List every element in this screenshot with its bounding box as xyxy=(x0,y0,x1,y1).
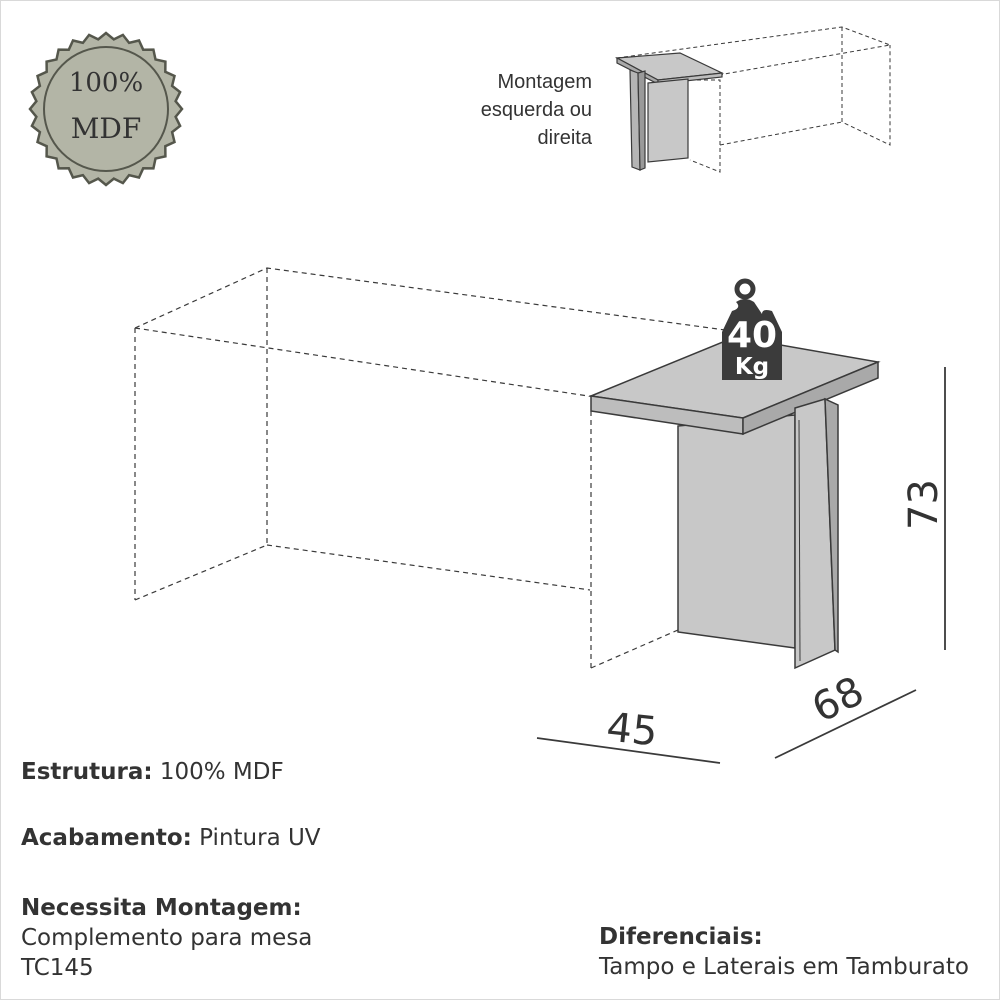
mdf-seal-badge: 100% MDF xyxy=(28,31,184,187)
spec-diferenciais-value: Tampo e Laterais em Tamburato xyxy=(599,954,969,980)
seal-outline xyxy=(28,31,184,187)
spec-acabamento: Acabamento: Pintura UV xyxy=(21,823,321,853)
spec-acabamento-value: Pintura UV xyxy=(191,825,321,851)
spec-acabamento-label: Acabamento: xyxy=(21,825,192,851)
assembly-thumbnail xyxy=(614,26,892,173)
table-top-side-edge xyxy=(742,360,879,436)
table-back-panel xyxy=(677,414,796,649)
spec-montagem-line-1: Complemento para mesa xyxy=(21,925,313,951)
seal-inner-ring xyxy=(43,46,169,172)
weight-value: 40 xyxy=(727,315,777,356)
depth-line xyxy=(774,689,917,759)
width-dimension: 45 xyxy=(604,704,659,755)
depth-dimension: 68 xyxy=(805,668,871,732)
main-desk-outline xyxy=(134,267,741,669)
assembly-note-line-3: direita xyxy=(537,127,592,149)
weight-unit: Kg xyxy=(735,354,769,380)
assembly-note-line-2: esquerda ou xyxy=(480,99,592,121)
spec-montagem: Necessita Montagem: Complemento para mes… xyxy=(21,893,312,983)
spec-montagem-line-2: TC145 xyxy=(21,955,94,981)
spec-estrutura-value: 100% MDF xyxy=(152,759,284,785)
weight-capacity-icon: 40 Kg xyxy=(722,278,782,380)
seal-line-2: MDF xyxy=(71,112,142,145)
spec-diferenciais-label: Diferenciais: xyxy=(599,924,763,950)
thumbnail-side-table xyxy=(614,52,725,171)
assembly-note: Montagem esquerda ou direita xyxy=(440,68,592,152)
spec-estrutura-label: Estrutura: xyxy=(21,759,153,785)
table-leg-side xyxy=(824,397,839,654)
dimension-lines xyxy=(536,367,946,764)
spec-montagem-label: Necessita Montagem: xyxy=(21,895,302,921)
spec-diferenciais: Diferenciais: Tampo e Laterais em Tambur… xyxy=(599,922,969,982)
seal-line-1: 100% xyxy=(69,68,143,98)
height-dimension: 73 xyxy=(901,479,947,530)
assembly-note-line-1: Montagem xyxy=(497,71,593,93)
thumbnail-desk-outline xyxy=(616,26,892,173)
spec-estrutura: Estrutura: 100% MDF xyxy=(21,757,284,787)
main-side-table xyxy=(588,336,881,670)
width-line xyxy=(536,737,721,764)
